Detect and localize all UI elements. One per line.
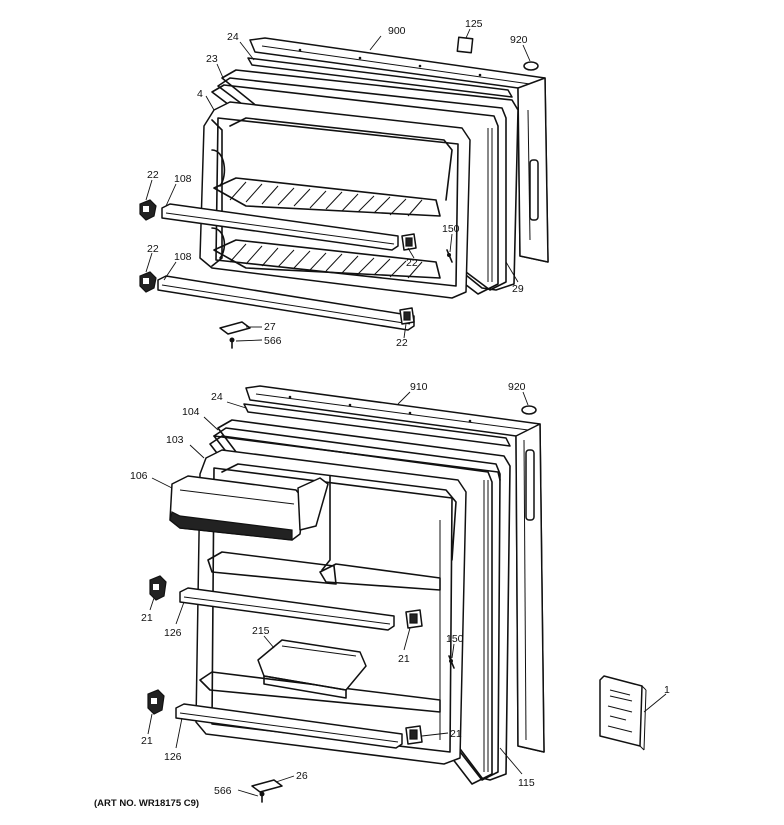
upper-top-strip	[247, 57, 513, 98]
callout-22-upper-right-1: 22	[406, 257, 418, 269]
callout-29: 29	[512, 283, 524, 295]
lower-top-strip	[243, 403, 511, 447]
upper-leaders	[145, 28, 531, 342]
upper-bracket-right-1	[401, 233, 417, 251]
upper-shelf-bar-1	[161, 203, 399, 251]
callout-108-upper-2: 108	[174, 251, 192, 263]
callout-21-lower-left-2: 21	[141, 735, 153, 747]
upper-gasket	[211, 69, 519, 295]
callout-910: 910	[410, 381, 428, 393]
callout-125: 125	[465, 18, 483, 30]
upper-nameplate	[456, 36, 474, 54]
callout-1: 1	[664, 684, 670, 696]
callout-22-upper-left-1: 22	[147, 169, 159, 181]
lower-clip	[448, 655, 455, 669]
literature-booklet	[599, 675, 647, 751]
callout-27: 27	[264, 321, 276, 333]
art-number: (ART NO. WR18175 C9)	[94, 798, 199, 809]
lower-egg-tray	[257, 639, 367, 699]
callout-104: 104	[182, 406, 200, 418]
callout-126-lower-2: 126	[164, 751, 182, 763]
callout-21-lower-left-1: 21	[141, 612, 153, 624]
callout-4: 4	[197, 88, 203, 100]
lower-bracket-right-2	[405, 725, 423, 745]
lower-bracket-left-1	[149, 575, 167, 601]
callout-566-upper: 566	[264, 335, 282, 347]
lower-bracket-left-2	[147, 689, 165, 715]
lower-plug	[521, 405, 537, 415]
lower-screw	[259, 791, 265, 803]
callout-150-upper: 150	[442, 223, 460, 235]
upper-bracket-left-2	[139, 271, 157, 293]
lower-shelf-bar-1	[179, 587, 395, 631]
callout-150-lower: 150	[446, 633, 464, 645]
upper-outer-door	[249, 37, 549, 263]
callout-566-lower: 566	[214, 785, 232, 797]
callout-103: 103	[166, 434, 184, 446]
lower-callouts: 910 920 24 104 103 106 21 126 215 21 150…	[130, 381, 670, 797]
upper-shelf-bar-2	[157, 275, 415, 331]
upper-shelf-grid-top	[213, 177, 441, 217]
callout-106: 106	[130, 470, 148, 482]
lower-shelf-bar-2	[175, 703, 403, 749]
lower-outer-door	[245, 385, 545, 753]
upper-screw	[229, 337, 235, 349]
lower-dairy-door	[169, 475, 329, 541]
callout-900: 900	[388, 25, 406, 37]
callout-215: 215	[252, 625, 270, 637]
lower-hinge-part	[251, 779, 283, 793]
upper-clip	[446, 249, 453, 263]
callout-920-lower: 920	[508, 381, 526, 393]
callout-22-upper-left-2: 22	[147, 243, 159, 255]
callout-24-upper: 24	[227, 31, 239, 43]
callout-920-upper: 920	[510, 34, 528, 46]
upper-shelf-grid-bottom	[213, 239, 441, 279]
callout-22-upper-right-2: 22	[396, 337, 408, 349]
lower-leaders	[147, 391, 667, 797]
callout-115: 115	[518, 777, 535, 789]
callout-21-lower-right-2: 21	[450, 728, 462, 740]
lower-bracket-right-1	[405, 609, 423, 629]
upper-hinge-part	[219, 321, 251, 335]
lower-gasket-frame	[209, 419, 511, 785]
upper-bracket-left-1	[139, 199, 157, 221]
upper-bracket-right-2	[399, 307, 415, 325]
callout-126-lower-1: 126	[164, 627, 182, 639]
callout-24-lower: 24	[211, 391, 223, 403]
callout-108-upper-1: 108	[174, 173, 192, 185]
upper-plug	[523, 61, 539, 71]
callout-21-lower-right-1: 21	[398, 653, 410, 665]
callout-26: 26	[296, 770, 308, 782]
callout-23: 23	[206, 53, 218, 65]
upper-door-assembly	[139, 36, 549, 349]
lower-door-assembly	[147, 385, 545, 803]
upper-callouts: 900 125 920 24 23 4 22 108 22 108 22 150…	[147, 18, 528, 349]
